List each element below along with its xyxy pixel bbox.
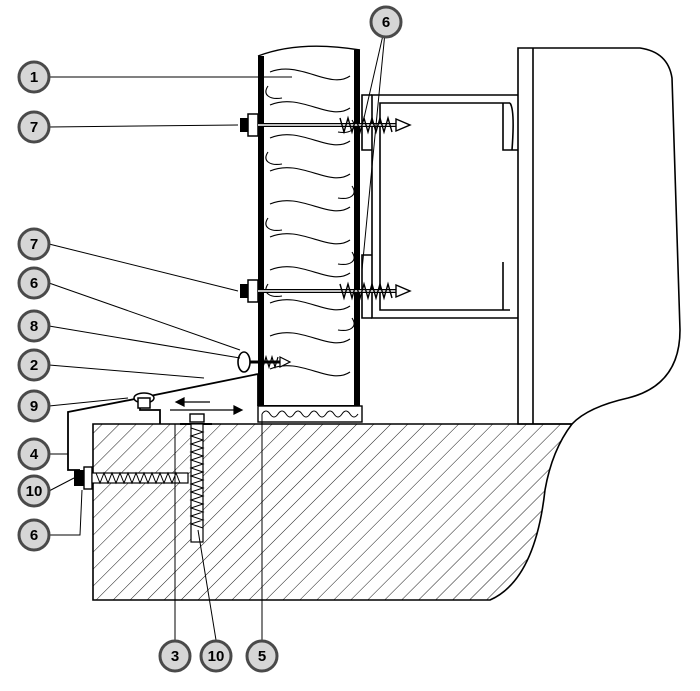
callout-10-horizontal: 10: [17, 474, 51, 508]
callout-label: 1: [30, 69, 38, 86]
horizontal-anchor-bolt: [74, 466, 189, 490]
concrete-slab: [92, 423, 574, 601]
callout-label: 4: [30, 446, 39, 463]
callout-label: 7: [30, 236, 38, 253]
callout-label: 10: [26, 483, 43, 500]
callout-label: 7: [30, 119, 38, 136]
callout-label: 10: [208, 648, 225, 665]
callout-label: 6: [30, 275, 38, 292]
movement-arrows: [170, 397, 244, 415]
callout-10-vertical: 10: [199, 639, 233, 673]
panel-screw: [237, 351, 292, 373]
vertical-anchor-bolt: [180, 413, 212, 543]
callout-6-top: 6: [369, 5, 403, 39]
callout-label: 3: [171, 648, 179, 665]
flashing-profile: [139, 373, 259, 424]
callout-2: 2: [17, 348, 51, 382]
callout-4: 4: [17, 437, 51, 471]
callout-6-base: 6: [17, 518, 51, 552]
callout-7-upper: 7: [17, 110, 51, 144]
sliding-clip: [133, 392, 155, 409]
callout-5: 5: [245, 639, 279, 673]
foam-gasket: [257, 405, 363, 423]
support-rail-profile: [361, 94, 518, 319]
callout-label: 9: [30, 398, 38, 415]
panel-fastener-upper: [240, 113, 412, 137]
callout-label: 5: [258, 648, 266, 665]
sandwich-panel: [257, 45, 361, 407]
building-column-outline: [517, 47, 681, 425]
callout-3: 3: [158, 639, 192, 673]
callout-8: 8: [17, 309, 51, 343]
callout-7-lower: 7: [17, 227, 51, 261]
callout-label: 6: [382, 14, 390, 31]
panel-fastener-lower: [240, 279, 412, 303]
callout-1: 1: [17, 60, 51, 94]
callout-label: 2: [30, 357, 38, 374]
callout-9: 9: [17, 389, 51, 423]
leader-lines: [48, 21, 387, 641]
callout-label: 6: [30, 527, 38, 544]
callout-label: 8: [30, 318, 38, 335]
callout-6-panel: 6: [17, 266, 51, 300]
